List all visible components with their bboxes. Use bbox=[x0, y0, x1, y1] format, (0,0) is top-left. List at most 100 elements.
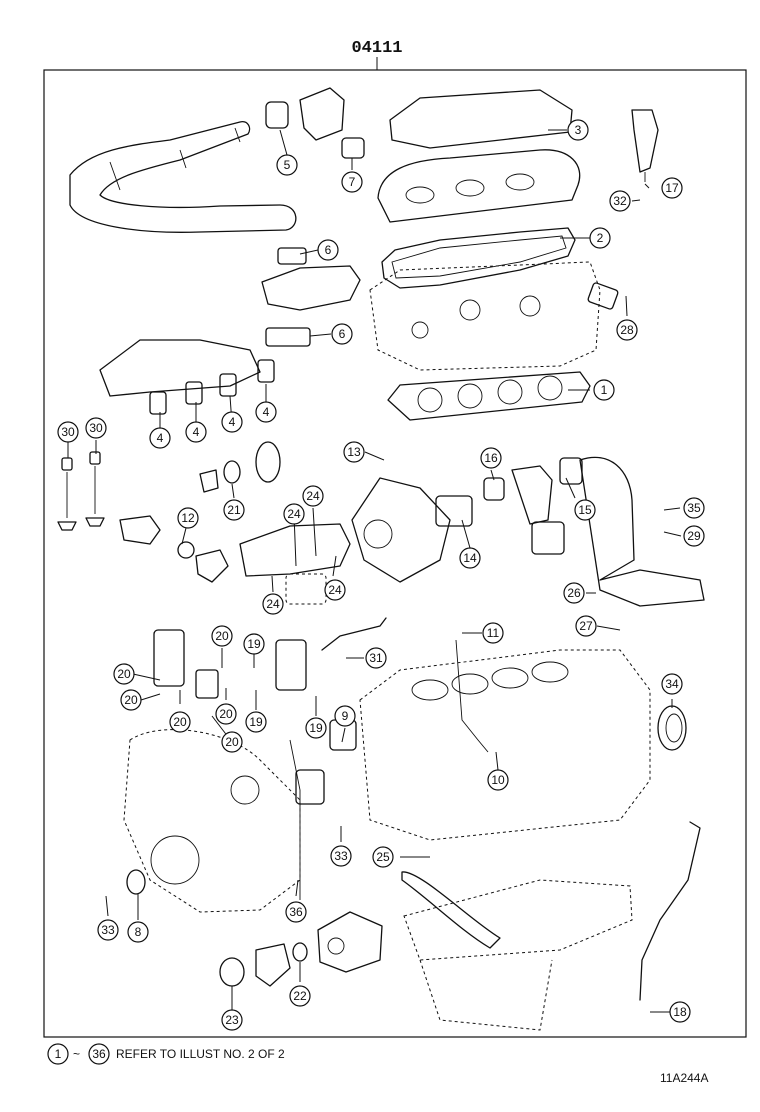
callout-circle bbox=[563, 582, 585, 604]
callout-number: 19 bbox=[249, 715, 263, 729]
callout-20: 20 bbox=[211, 625, 233, 647]
callout-number: 10 bbox=[491, 773, 505, 787]
callout-13: 13 bbox=[343, 441, 365, 463]
oil-filter-bracket bbox=[483, 457, 583, 555]
egr-valve bbox=[261, 247, 361, 347]
callout-circle bbox=[283, 503, 305, 525]
callout-16: 16 bbox=[480, 447, 502, 469]
callout-number: 16 bbox=[484, 451, 498, 465]
callout-number: 33 bbox=[334, 849, 348, 863]
callout-33-2: 33 bbox=[97, 919, 119, 941]
callout-circle bbox=[221, 1009, 243, 1031]
misc-gaskets bbox=[153, 282, 619, 987]
callout-number: 6 bbox=[325, 243, 332, 257]
callout-circle bbox=[223, 499, 245, 521]
callout-circle bbox=[459, 547, 481, 569]
callout-number: 2 bbox=[597, 231, 604, 245]
callout-4-2: 4 bbox=[185, 421, 207, 443]
callout-6-2: 6 bbox=[331, 323, 353, 345]
callout-circle bbox=[661, 673, 683, 695]
callout-circle bbox=[317, 239, 339, 261]
callout-27: 27 bbox=[575, 615, 597, 637]
callout-24-3: 24 bbox=[262, 593, 284, 615]
callout-circle bbox=[289, 985, 311, 1007]
callout-number: 7 bbox=[349, 175, 356, 189]
callout-number: 24 bbox=[306, 489, 320, 503]
callout-number: 21 bbox=[227, 503, 241, 517]
callout-number: 15 bbox=[578, 503, 592, 517]
callout-30-2: 30 bbox=[85, 417, 107, 439]
callout-circle bbox=[262, 593, 284, 615]
callout-number: 3 bbox=[575, 123, 582, 137]
callout-circle bbox=[324, 579, 346, 601]
callout-circle bbox=[593, 379, 615, 401]
callout-18: 18 bbox=[669, 1001, 691, 1023]
callout-circle bbox=[482, 622, 504, 644]
callout-number: 36 bbox=[289, 905, 303, 919]
injection-pump bbox=[317, 911, 383, 973]
svg-text:1: 1 bbox=[55, 1047, 62, 1061]
callout-number: 33 bbox=[101, 923, 115, 937]
callout-circle bbox=[372, 846, 394, 868]
callout-number: 23 bbox=[225, 1013, 239, 1027]
callout-circle bbox=[113, 663, 135, 685]
callout-circle bbox=[57, 421, 79, 443]
callout-number: 28 bbox=[620, 323, 634, 337]
callout-number: 4 bbox=[229, 415, 236, 429]
callout-number: 20 bbox=[117, 667, 131, 681]
exhaust-manifold bbox=[99, 339, 275, 415]
callout-number: 30 bbox=[61, 425, 75, 439]
timing-cover bbox=[123, 729, 301, 913]
callout-circle bbox=[589, 227, 611, 249]
callout-number: 27 bbox=[579, 619, 593, 633]
callout-28: 28 bbox=[616, 319, 638, 341]
callout-circle bbox=[609, 190, 631, 212]
callout-14: 14 bbox=[459, 547, 481, 569]
callout-circle bbox=[575, 615, 597, 637]
callout-number: 18 bbox=[673, 1005, 687, 1019]
callout-number: 20 bbox=[173, 715, 187, 729]
callout-circle bbox=[330, 845, 352, 867]
callout-20-5: 20 bbox=[113, 663, 135, 685]
callout-22: 22 bbox=[289, 985, 311, 1007]
water-pipe bbox=[579, 456, 705, 607]
callout-circle bbox=[574, 499, 596, 521]
callout-31: 31 bbox=[365, 647, 387, 669]
callout-6: 6 bbox=[317, 239, 339, 261]
callout-circle bbox=[243, 633, 265, 655]
callout-number: 29 bbox=[687, 529, 701, 543]
diagram-code: 11A244A bbox=[660, 1071, 709, 1085]
callout-circle bbox=[149, 427, 171, 449]
callout-number: 31 bbox=[369, 651, 383, 665]
callout-circle bbox=[567, 119, 589, 141]
callout-7: 7 bbox=[341, 171, 363, 193]
rear-oil-seal bbox=[657, 705, 687, 751]
callout-30: 30 bbox=[57, 421, 79, 443]
callout-number: 20 bbox=[215, 629, 229, 643]
callout-number: 24 bbox=[328, 583, 342, 597]
callout-circle bbox=[365, 647, 387, 669]
callout-8: 8 bbox=[127, 921, 149, 943]
callout-21: 21 bbox=[223, 499, 245, 521]
thermostat-housing-top bbox=[265, 87, 365, 159]
callout-number: 4 bbox=[263, 405, 270, 419]
callout-circle bbox=[669, 1001, 691, 1023]
valve-cover bbox=[377, 89, 581, 223]
callout-circle bbox=[683, 497, 705, 519]
callout-circle bbox=[276, 154, 298, 176]
callout-number: 8 bbox=[135, 925, 142, 939]
callout-19-3: 19 bbox=[245, 711, 267, 733]
footer-range-end: 36 bbox=[88, 1043, 110, 1065]
callout-circle bbox=[211, 625, 233, 647]
oil-dipstick bbox=[639, 821, 701, 1001]
callout-circle bbox=[305, 717, 327, 739]
callout-3: 3 bbox=[567, 119, 589, 141]
callout-number: 13 bbox=[347, 445, 361, 459]
callout-circle bbox=[245, 711, 267, 733]
callout-number: 12 bbox=[181, 511, 195, 525]
callout-number: 4 bbox=[157, 431, 164, 445]
callout-20-6: 20 bbox=[120, 689, 142, 711]
diagram-title: 04111 bbox=[351, 39, 402, 58]
head-cover-gasket bbox=[381, 227, 576, 289]
callout-circle bbox=[169, 711, 191, 733]
